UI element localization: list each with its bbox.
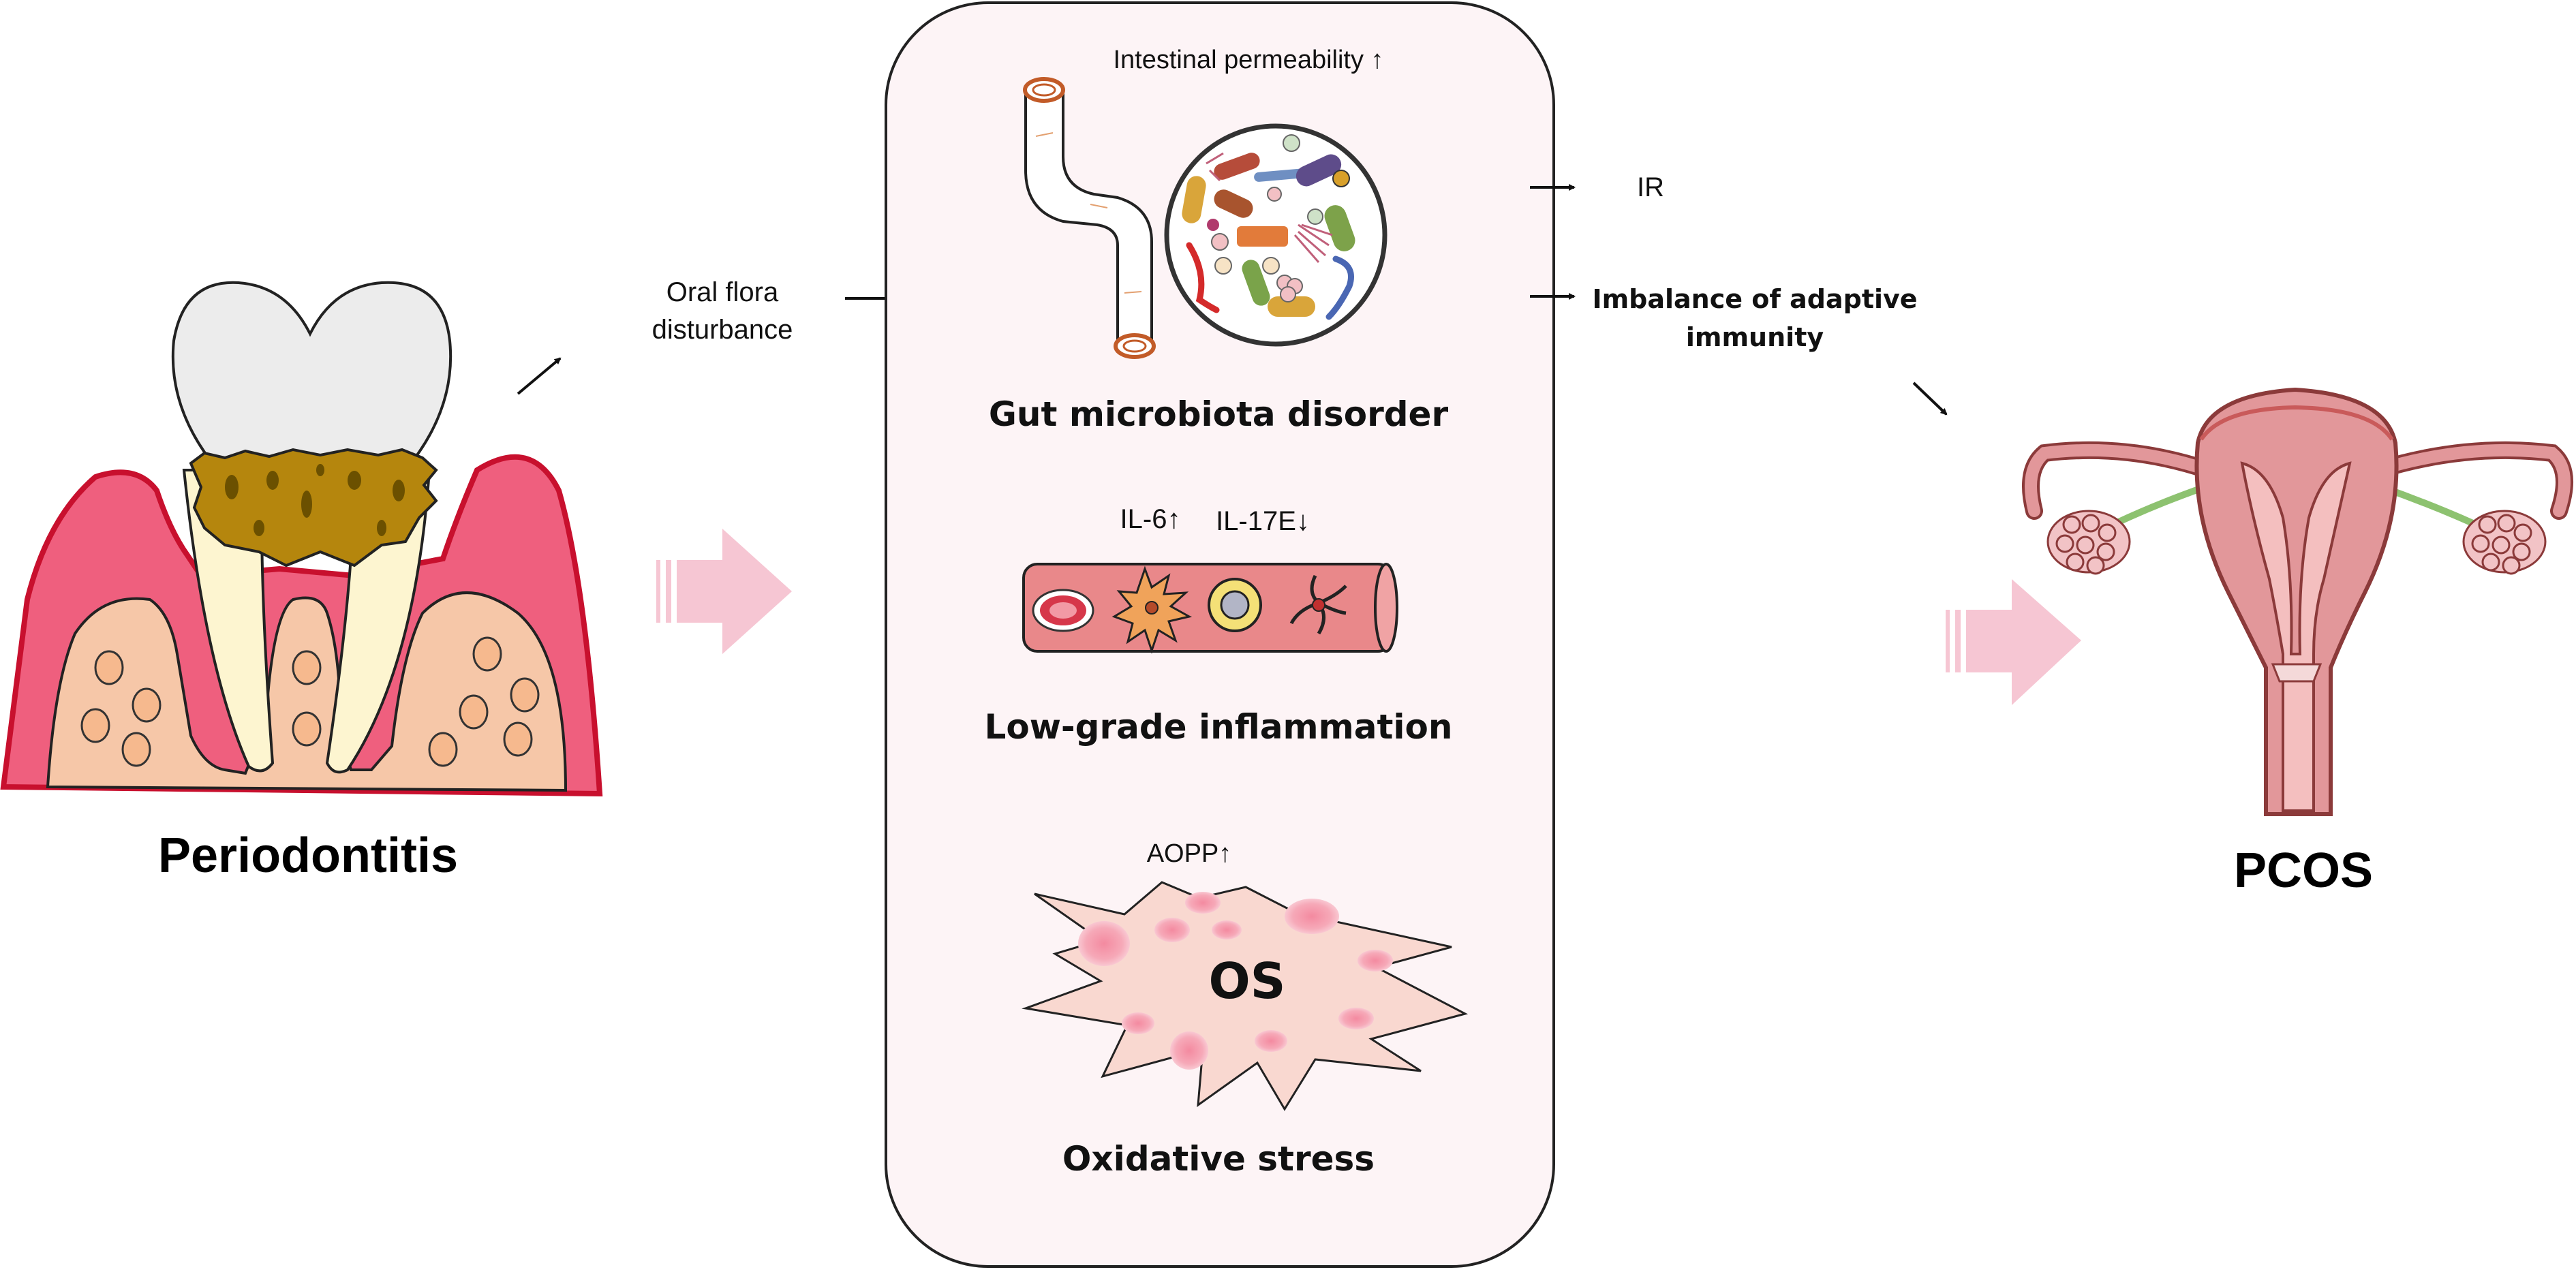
- bone-spots: [80, 636, 540, 767]
- big-arrow-left: [656, 529, 792, 654]
- intestinal-permeability-label: Intestinal permeability ↑: [1113, 46, 1383, 74]
- uterus-illustration: [2022, 387, 2573, 816]
- arrow-to-pcos: [1912, 382, 1948, 416]
- calculus-deposit: [189, 448, 438, 568]
- immunity-label-line2: immunity: [1686, 322, 1824, 352]
- periodontitis-label: Periodontitis: [158, 828, 458, 883]
- oxidative-burst-icon: [1022, 881, 1469, 1111]
- intestine-icon: [1023, 77, 1156, 359]
- aopp-label: AOPP↑: [1147, 839, 1232, 868]
- arrow-to-oral-flora: [517, 357, 562, 395]
- microbiota-icon: [1164, 123, 1387, 347]
- pcos-label: PCOS: [2234, 843, 2373, 898]
- immunity-label-line1: Imbalance of adaptive: [1592, 284, 1917, 314]
- ovary-left: [2046, 510, 2131, 575]
- periodontitis-illustration: Periodontitis: [0, 281, 603, 883]
- tooth-crown: [171, 281, 453, 471]
- ovary-right: [2462, 510, 2547, 575]
- oxidative-stress-title: Oxidative stress: [1062, 1139, 1375, 1179]
- ir-label: IR: [1637, 172, 1664, 202]
- inflammation-section: IL-6↑ IL-17E↓ Low-grade inflammation: [985, 504, 1453, 747]
- il17e-label: IL-17E↓: [1216, 506, 1310, 536]
- gut-section: Intestinal permeability ↑: [989, 46, 1449, 434]
- big-arrow-right: [1946, 579, 2081, 705]
- gut-microbiota-title: Gut microbiota disorder: [989, 394, 1449, 434]
- oral-flora-label-line2: disturbance: [652, 315, 793, 345]
- blood-vessel-icon: [1022, 563, 1398, 654]
- os-badge: OS: [1208, 952, 1285, 1010]
- il6-label: IL-6↑: [1120, 504, 1181, 534]
- oxidative-spots: [1078, 892, 1393, 1070]
- oxidative-section: AOPP↑ OS Oxidative stress: [1022, 839, 1469, 1179]
- low-grade-inflammation-title: Low-grade inflammation: [985, 707, 1453, 747]
- calculus-spots: [225, 464, 405, 536]
- oral-flora-label-line1: Oral flora: [666, 277, 779, 307]
